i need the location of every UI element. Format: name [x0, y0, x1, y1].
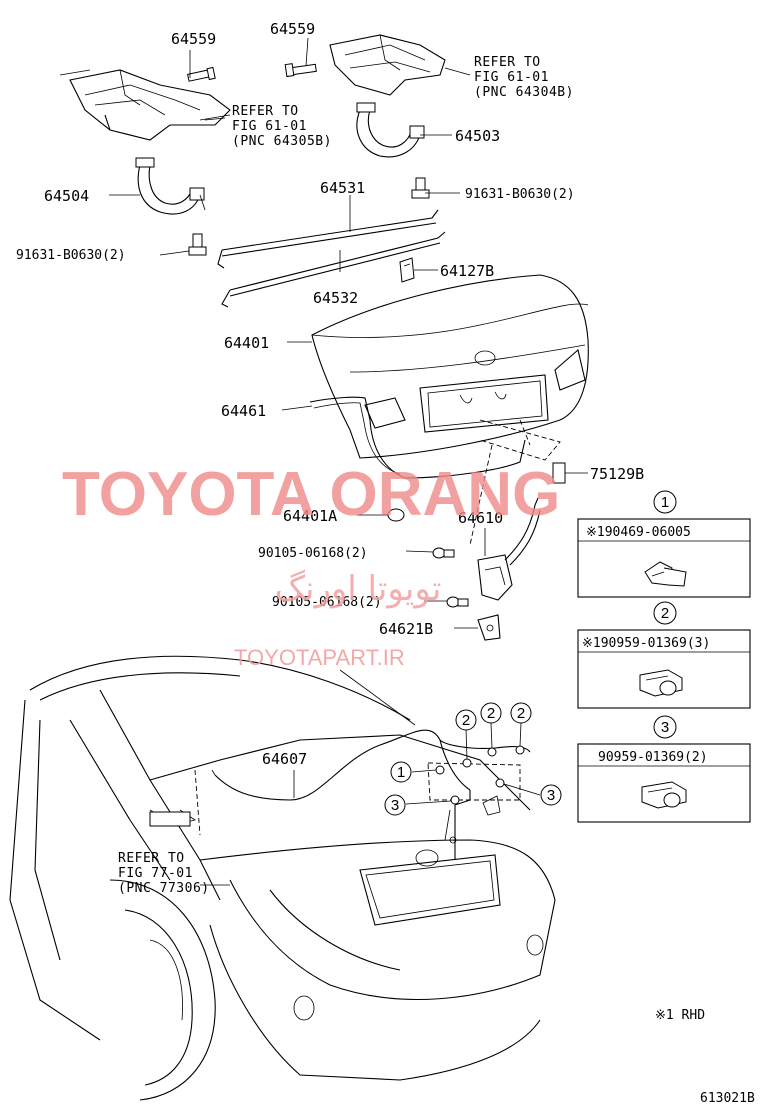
- clip-box-2: 2 ※190959-01369(3): [577, 601, 751, 709]
- leader-lock: [519, 419, 531, 446]
- svg-text:1: 1: [397, 764, 405, 781]
- cable-clip-2b: [487, 747, 497, 757]
- svg-text:2: 2: [462, 712, 470, 729]
- svg-text:(PNC 77306): (PNC 77306): [118, 881, 210, 896]
- leader-75129B: [479, 419, 561, 461]
- cable-clip-3a: [450, 795, 460, 805]
- svg-text:FIG 61-01: FIG 61-01: [474, 70, 549, 85]
- label-91631-right: 91631-B0630(2): [465, 187, 575, 202]
- striker-64621B: [477, 614, 501, 641]
- cable-clip-2c: [515, 745, 525, 755]
- label-64461: 64461: [221, 402, 266, 420]
- leader-callout-1: [411, 769, 437, 773]
- svg-text:1: 1: [661, 494, 669, 511]
- hinge-mount-right: [329, 34, 446, 96]
- bolt-90105-b: [446, 596, 469, 608]
- svg-text:90959-01369(2): 90959-01369(2): [598, 750, 708, 765]
- svg-text:(PNC 64304B): (PNC 64304B): [474, 85, 574, 100]
- clip-box-3: 3 90959-01369(2): [577, 715, 751, 823]
- hinge-64503: [356, 102, 425, 158]
- cable-64607: [211, 729, 531, 860]
- leader-64461: [281, 405, 313, 411]
- hinge-64504: [135, 157, 206, 215]
- label-64127B: 64127B: [440, 262, 494, 280]
- leader-ref3: [194, 769, 201, 836]
- torsion-bar-64531: [217, 209, 439, 269]
- leader-callout-2b: [490, 722, 493, 749]
- svg-text:REFER TO: REFER TO: [232, 104, 299, 119]
- svg-text:2: 2: [487, 705, 495, 722]
- svg-text:REFER TO: REFER TO: [474, 55, 541, 70]
- leader-ref2: [199, 114, 231, 121]
- rhd-note: ※1 RHD: [655, 1008, 705, 1023]
- lock-64610: [477, 497, 541, 601]
- bolt-90105-a: [432, 547, 455, 559]
- leader-64610: [469, 444, 493, 546]
- callout-3a: 3: [384, 794, 406, 816]
- label-64532: 64532: [313, 289, 358, 307]
- cable-clip-1: [435, 765, 445, 775]
- label-64401A: 64401A: [283, 507, 337, 525]
- label-64503: 64503: [455, 127, 500, 145]
- trunk-lid-64401: [311, 274, 589, 459]
- bolt-64559-left: [187, 66, 216, 82]
- leader-ref1: [444, 67, 471, 76]
- watermark-persian: تویوتا اورنگ: [275, 569, 442, 609]
- bolt-91631-right: [411, 177, 430, 199]
- svg-text:FIG 61-01: FIG 61-01: [232, 119, 307, 134]
- hinge-mount-left: [59, 69, 231, 141]
- leader-callout-3a: [405, 800, 452, 805]
- leader-callout-2c: [519, 722, 522, 747]
- svg-text:2: 2: [517, 705, 525, 722]
- label-91631-left: 91631-B0630(2): [16, 248, 126, 263]
- car-body: [9, 655, 556, 1101]
- callout-2c: 2: [510, 702, 532, 724]
- label-75129B: 75129B: [590, 465, 644, 483]
- refer-note-2: REFER TO FIG 61-01 (PNC 64305B): [232, 104, 332, 149]
- label-64621B: 64621B: [379, 620, 433, 638]
- svg-text:※190959-01369(3): ※190959-01369(3): [582, 636, 710, 651]
- weatherstrip-64461: [309, 396, 526, 479]
- bolt-64559-right: [284, 63, 317, 78]
- refer-note-3: REFER TO FIG 77-01 (PNC 77306): [118, 851, 210, 896]
- torsion-bar-64532: [221, 231, 446, 308]
- callout-2b: 2: [480, 702, 502, 724]
- leader-91631-left: [159, 250, 190, 256]
- watermark-brand: TOYOTA ORANG: [62, 460, 560, 529]
- clip-box-1: 1 ※190469-06005: [577, 490, 751, 598]
- svg-text:FIG 77-01: FIG 77-01: [118, 866, 193, 881]
- svg-text:2: 2: [661, 605, 669, 622]
- clip-64127B: [399, 257, 415, 283]
- callout-2a: 2: [455, 709, 477, 731]
- label-64559-right: 64559: [270, 20, 315, 38]
- label-90105-a: 90105-06168(2): [258, 546, 368, 561]
- callout-1: 1: [390, 761, 412, 783]
- label-90105-b: 90105-06168(2): [272, 595, 382, 610]
- svg-text:(PNC 64305B): (PNC 64305B): [232, 134, 332, 149]
- leader-callout-2a: [465, 728, 468, 760]
- svg-text:※190469-06005: ※190469-06005: [586, 525, 691, 540]
- label-64401: 64401: [224, 334, 269, 352]
- leader-90105-a: [405, 550, 434, 553]
- leader-callout-3b: [503, 783, 541, 796]
- cable-clip-3b: [495, 778, 505, 788]
- cable-clip-2a: [462, 758, 472, 768]
- label-64610: 64610: [458, 509, 503, 527]
- svg-text:3: 3: [391, 797, 399, 814]
- svg-text:REFER TO: REFER TO: [118, 851, 185, 866]
- label-64607: 64607: [262, 750, 307, 768]
- bolt-91631-left: [188, 233, 207, 256]
- label-64504: 64504: [44, 187, 89, 205]
- callout-3b: 3: [540, 784, 562, 806]
- svg-text:3: 3: [547, 787, 555, 804]
- svg-text:3: 3: [661, 719, 669, 736]
- watermark-url: TOYOTAPART.IR: [234, 645, 405, 670]
- label-64559-left: 64559: [171, 30, 216, 48]
- leader-64559-right: [305, 37, 309, 67]
- figure-code: 613021B: [700, 1091, 755, 1106]
- label-64531: 64531: [320, 179, 365, 197]
- refer-note-1: REFER TO FIG 61-01 (PNC 64304B): [474, 55, 574, 100]
